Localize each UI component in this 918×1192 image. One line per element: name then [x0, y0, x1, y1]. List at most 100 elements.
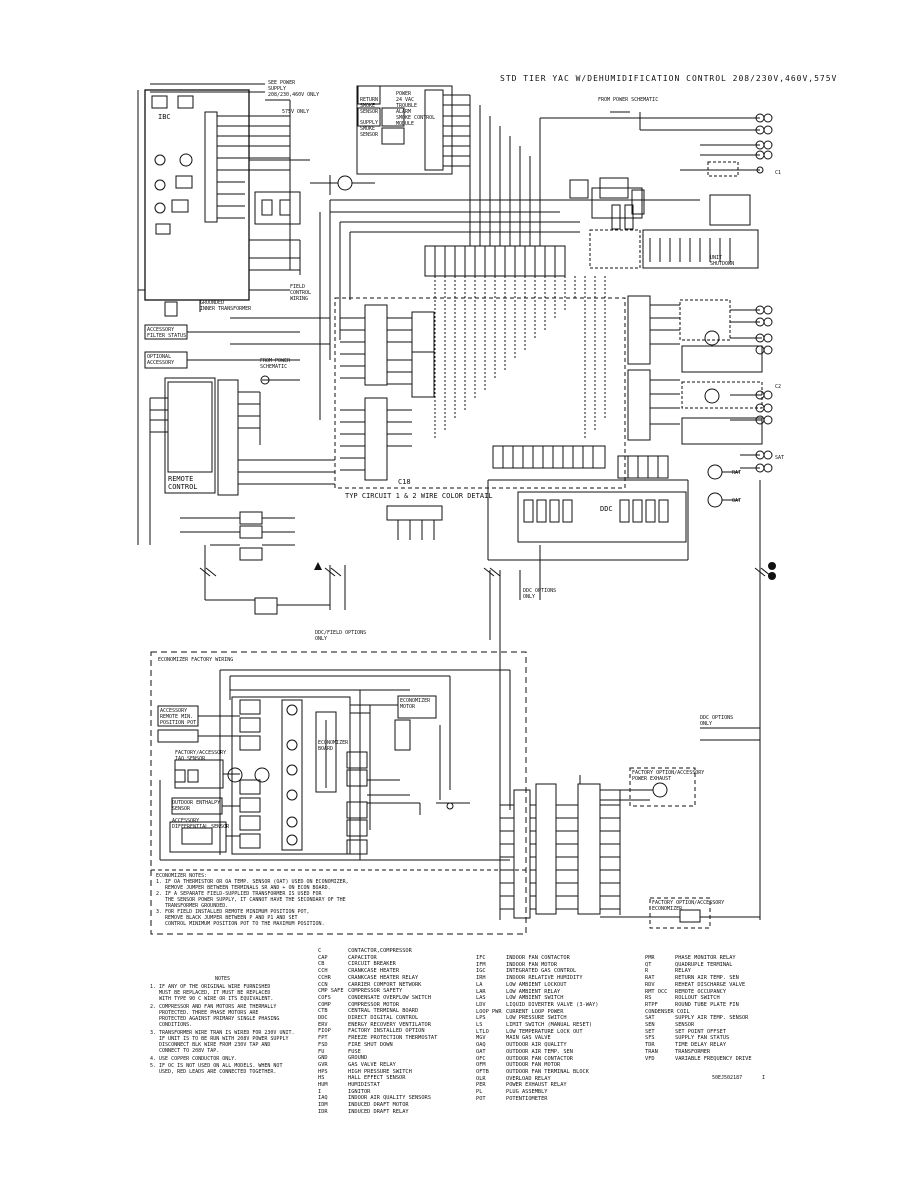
legend-description: SENSOR	[675, 1022, 695, 1029]
from-power-schematic-label: FROM POWER SCHEMATIC	[598, 97, 659, 103]
legend-abbreviation: GND	[318, 1055, 328, 1062]
oat-label: OAT	[732, 498, 742, 504]
legend-description: INDUCED DRAFT MOTOR	[348, 1102, 409, 1109]
legend-abbreviation: GVR	[318, 1061, 328, 1068]
legend-description: CIRCUIT BREAKER	[348, 961, 396, 968]
legend-description: RELAY	[675, 968, 691, 975]
ddc-field-options-label: DDC/FIELD OPTIONS ONLY	[315, 630, 367, 642]
legend-description: GROUND	[348, 1055, 368, 1062]
legend-description: INDOOR FAN MOTOR	[506, 961, 558, 968]
legend-abbreviation: OAT	[476, 1048, 486, 1055]
accessory-filter-status-label: ACCESSORY FILTER STATUS	[147, 327, 187, 339]
legend-description: OUTDOOR FAN MOTOR	[506, 1062, 561, 1069]
legend-description: INTEGRATED GAS CONTROL	[506, 968, 577, 975]
legend-abbreviation: FPT	[318, 1035, 328, 1042]
legend-abbreviation: TRAN	[645, 1048, 658, 1055]
legend-abbreviation: I	[318, 1088, 322, 1095]
legend-row: CB CIRCUIT BREAKER	[318, 961, 437, 968]
legend-abbreviation: MGV	[476, 1035, 486, 1042]
legend-description: GAS VALVE RELAY	[348, 1061, 396, 1068]
ddc-options-only-label-2: DDC OPTIONS ONLY	[700, 715, 734, 727]
legend-description: HUMIDISTAT	[348, 1082, 380, 1089]
legend-abbreviation: C	[318, 948, 322, 954]
575v-only-note: 575V ONLY	[282, 109, 310, 115]
legend-description: TIME DELAY RELAY	[675, 1042, 727, 1049]
legend-row: GND GROUND	[318, 1055, 437, 1062]
legend-abbreviation: RS	[645, 995, 652, 1002]
revision-letter: I	[762, 1075, 766, 1081]
legend-abbreviation: QT	[645, 961, 652, 968]
legend-abbreviation: SFS	[645, 1035, 655, 1042]
optional-accessory-label: OPTIONAL ACCESSORY	[147, 354, 175, 366]
legend-description: CRANKCASE HEATER RELAY	[348, 974, 419, 981]
legend-description: RETURN AIR TEMP. SEN	[675, 975, 739, 982]
legend-abbreviation: ERV	[318, 1021, 328, 1028]
legend-description: LOW PRESSURE SWITCH	[506, 1015, 567, 1022]
legend-abbreviation: CB	[318, 961, 325, 968]
legend-abbreviation: RAT	[645, 975, 655, 982]
legend-abbreviation: OLR	[476, 1075, 486, 1082]
differential-sensor-label: ACCESSORY DIFFERENTIAL SENSOR	[172, 818, 230, 830]
remote-control-block	[164, 377, 216, 494]
unit-shutdown-block	[642, 229, 759, 269]
legend-abbreviation: HUM	[318, 1082, 328, 1089]
legend-row: OAT OUTDOOR AIR TEMP. SEN	[476, 1049, 598, 1056]
legend-description: CARRIER COMFORT NETWORK	[348, 981, 422, 988]
economizer-board-label: ECONOMIZER BOARD	[318, 740, 349, 752]
legend-description: TRANSFORMER	[675, 1048, 711, 1055]
legend-description: CENTRAL TERMINAL BOARD	[348, 1008, 419, 1015]
legend-description: LOW TEMPERATURE LOCK OUT	[506, 1028, 583, 1035]
legend-description: ENERGY RECOVERY VENTILATOR	[348, 1021, 431, 1028]
legend-abbreviation: LPS	[476, 1015, 486, 1022]
legend-description: REMOTE OCCUPANCY	[675, 988, 727, 995]
legend-description: SUPPLY AIR TEMP. SENSOR	[675, 1015, 749, 1022]
from-power-schematic-label-2: FROM POWER SCHEMATIC	[260, 358, 291, 370]
typ-circuit-detail-label: TYP CIRCUIT 1 & 2 WIRE COLOR DETAIL	[345, 492, 493, 500]
legend-description: OUTDOOR FAN CONTACTOR	[506, 1055, 573, 1062]
notes-item-4: 4. USE COPPER CONDUCTOR ONLY.	[150, 1056, 238, 1062]
legend-row: TRAN TRANSFORMER	[645, 1049, 752, 1056]
legend-row: RAT RETURN AIR TEMP. SEN	[645, 975, 752, 982]
legend-abbreviation: SET	[645, 1028, 655, 1035]
legend-description: FACTORY INSTALLED OPTION	[348, 1028, 425, 1035]
return-smoke-sensor-label: RETURN SMOKE SENSOR	[360, 97, 379, 115]
legend-abbreviation: PL	[476, 1089, 483, 1096]
legend-row: HUM HUMIDISTAT	[318, 1082, 437, 1089]
legend-description: ROLLOUT SWITCH	[675, 995, 720, 1002]
legend-description: PHASE MONITOR RELAY	[675, 955, 736, 961]
legend-abbreviation: IGC	[476, 968, 486, 975]
legend-abbreviation: FSD	[318, 1041, 328, 1048]
smoke-control-module-label: POWER 24 VAC TROUBLE ALARM SMOKE CONTROL…	[396, 91, 436, 127]
legend-description: FIRE SHUT DOWN	[348, 1041, 393, 1048]
legend-description: OUTDOOR AIR TEMP. SEN	[506, 1048, 573, 1055]
diagram-title: STD TIER YAC W/DEHUMIDIFICATION CONTROL …	[500, 74, 838, 83]
notes-item-1: 1. IF ANY OF THE ORIGINAL WIRE FURNISHED…	[150, 984, 274, 1002]
legend-description: PLUG ASSEMBLY	[506, 1089, 548, 1096]
legend-abbreviation: DDC	[318, 1015, 328, 1022]
legend-abbreviation: LDV	[476, 1001, 486, 1008]
ibc-board	[144, 89, 250, 301]
grounded-transformer-label: GROUNDED INNER TRANSFORMER	[200, 300, 252, 312]
legend-abbreviation: IDR	[318, 1108, 328, 1115]
